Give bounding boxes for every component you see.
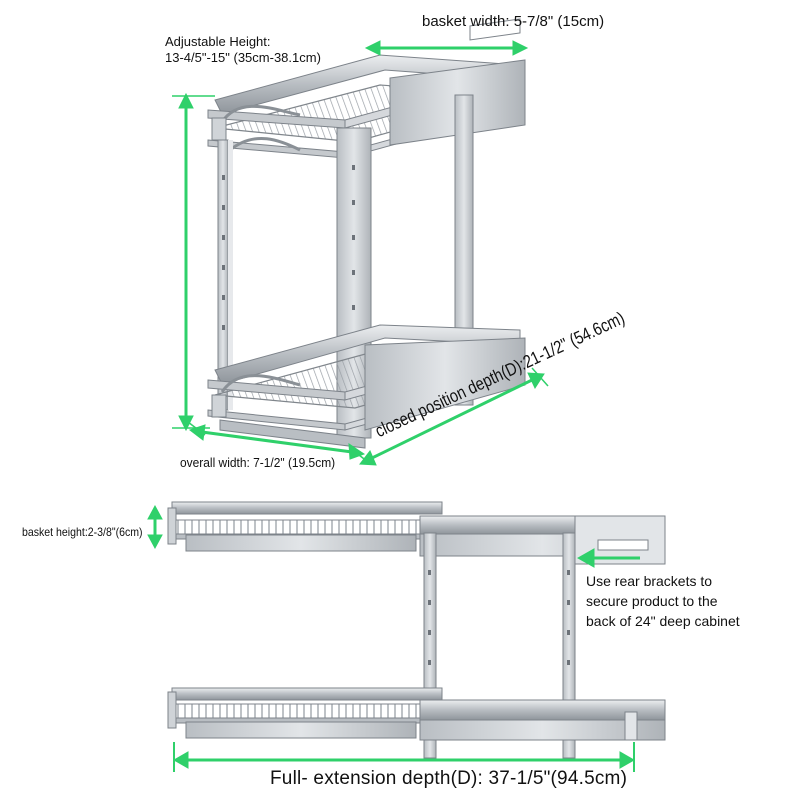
basket-width-arrow <box>364 40 529 56</box>
organizer-side-view-extended <box>167 501 666 759</box>
rear-bracket-note: Use rear brackets to secure product to t… <box>586 571 740 631</box>
rear-bracket-note-line: secure product to the <box>586 593 718 609</box>
dimension-arrows-top <box>172 40 549 466</box>
basket-height-label: basket height:2-3/8"(6cm) <box>22 525 143 539</box>
basket-width-label: basket width: 5-7/8" (15cm) <box>422 13 605 30</box>
rear-bracket-pointer-arrow <box>576 548 640 568</box>
adjustable-height-value: 13-4/5"-15" (35cm-38.1cm) <box>165 50 321 65</box>
dimension-arrows-bottom <box>147 504 640 772</box>
adjustable-height-label: Adjustable Height: 13-4/5"-15" (35cm-38.… <box>165 34 321 66</box>
basket-height-arrow <box>147 504 163 550</box>
overall-width-label: overall width: 7-1/2" (19.5cm) <box>180 455 336 470</box>
full-extension-arrow <box>172 742 636 772</box>
rear-bracket-note-line: back of 24" deep cabinet <box>586 613 740 629</box>
rear-bracket-note-line: Use rear brackets to <box>586 573 713 589</box>
organizer-isometric-view <box>207 18 526 449</box>
full-extension-depth-label: Full- extension depth(D): 37-1/5"(94.5cm… <box>270 768 628 789</box>
adjustable-height-title: Adjustable Height: <box>165 34 271 49</box>
overall-width-arrow <box>187 421 369 463</box>
closed-depth-arrow <box>359 367 549 466</box>
